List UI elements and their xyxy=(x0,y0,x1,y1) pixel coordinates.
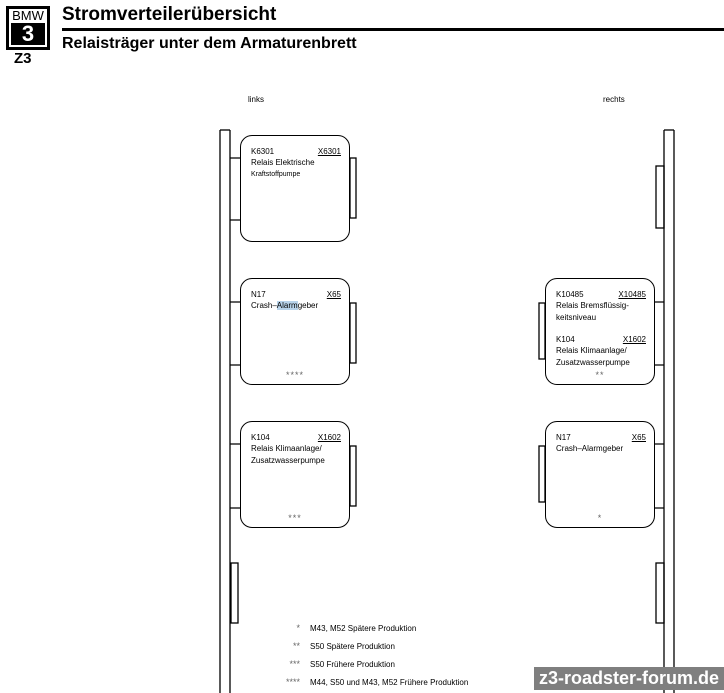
rail-tab xyxy=(655,165,665,229)
desc-part: geber xyxy=(297,301,319,310)
connector-id: X1602 xyxy=(317,433,341,442)
relay-desc: Relais Klimaanlage/ xyxy=(556,346,627,355)
page-subtitle: Relaisträger unter dem Armaturenbrett xyxy=(62,35,357,52)
legend-text: S50 Frühere Produktion xyxy=(310,659,395,669)
legend-item: *** S50 Frühere Produktion xyxy=(250,655,468,673)
relay-desc: Relais Klimaanlage/ xyxy=(251,444,322,453)
relay-id: N17 xyxy=(251,290,266,299)
relay-desc: Zusatzwasserpumpe xyxy=(556,358,630,367)
model-label: Z3 xyxy=(14,50,32,67)
relay-id: K104 xyxy=(251,433,270,442)
variant-stars: *** xyxy=(288,513,302,523)
relay-id: K10485 xyxy=(556,290,584,299)
relay-n17-left: N17 X65 Crash–Alarmgeber **** xyxy=(240,278,350,385)
connector-id: X65 xyxy=(631,433,646,442)
rail-tab xyxy=(230,562,239,624)
page-title: Stromverteilerübersicht xyxy=(62,4,277,25)
connector-id: X65 xyxy=(326,290,341,299)
connector-id: X10485 xyxy=(618,290,646,299)
desc-part: Crash– xyxy=(251,301,277,310)
relay-n17-right: N17 X65 Crash–Alarmgeber * xyxy=(545,421,655,528)
relay-id: K6301 xyxy=(251,147,275,156)
relay-k6301: K6301 X6301 Relais Elektrische Kraftstoff… xyxy=(240,135,350,242)
tab xyxy=(349,302,357,364)
side-label-right: rechts xyxy=(603,95,625,104)
relay-desc: Relais Elektrische xyxy=(251,158,315,167)
legend-stars: * xyxy=(296,623,300,633)
legend-text: M43, M52 Spätere Produktion xyxy=(310,623,417,633)
relay-desc: Relais Bremsflüssig- xyxy=(556,301,629,310)
variant-stars: ** xyxy=(595,370,605,380)
connector-id: X1602 xyxy=(622,335,646,344)
legend-item: ** S50 Spätere Produktion xyxy=(250,637,468,655)
legend-text: M44, S50 und M43, M52 Frühere Produktion xyxy=(310,677,469,687)
title-rule xyxy=(62,28,724,31)
legend: * M43, M52 Spätere Produktion ** S50 Späte… xyxy=(250,619,468,691)
relay-desc: Zusatzwasserpumpe xyxy=(251,456,325,465)
legend-item: **** M44, S50 und M43, M52 Frühere Produk… xyxy=(250,673,468,691)
right-connectors xyxy=(654,301,664,509)
relay-desc: keitsniveau xyxy=(556,313,597,322)
variant-stars: * xyxy=(597,513,603,523)
connector-id: X6301 xyxy=(317,147,341,156)
legend-item: * M43, M52 Spätere Produktion xyxy=(250,619,468,637)
relay-desc: Kraftstoffpumpe xyxy=(251,171,301,178)
relay-desc: Crash–Alarmgeber xyxy=(556,444,624,453)
legend-stars: ** xyxy=(292,641,300,651)
legend-stars: *** xyxy=(289,659,300,669)
relay-k104-left: K104 X1602 Relais Klimaanlage/ Zusatzwass… xyxy=(240,421,350,528)
logo-brand: BMW xyxy=(12,8,44,23)
left-connectors xyxy=(230,157,241,509)
watermark: z3-roadster-forum.de xyxy=(533,667,724,690)
relay-id: K104 xyxy=(556,335,575,344)
logo-series: 3 xyxy=(11,23,45,45)
bmw-3-logo: BMW 3 xyxy=(6,6,50,50)
side-label-left: links xyxy=(248,95,265,104)
highlighted-text: Alarm xyxy=(276,301,298,310)
rail-tab xyxy=(655,562,665,624)
tab xyxy=(349,445,357,507)
relay-id: N17 xyxy=(556,433,571,442)
variant-stars: **** xyxy=(285,370,304,380)
legend-text: S50 Spätere Produktion xyxy=(310,641,395,651)
relay-k10485: K10485 X10485 Relais Bremsflüssig- keitsn… xyxy=(545,278,655,385)
legend-stars: **** xyxy=(285,677,300,687)
tab xyxy=(349,157,357,219)
relay-desc: Crash–Alarmgeber xyxy=(251,300,341,312)
